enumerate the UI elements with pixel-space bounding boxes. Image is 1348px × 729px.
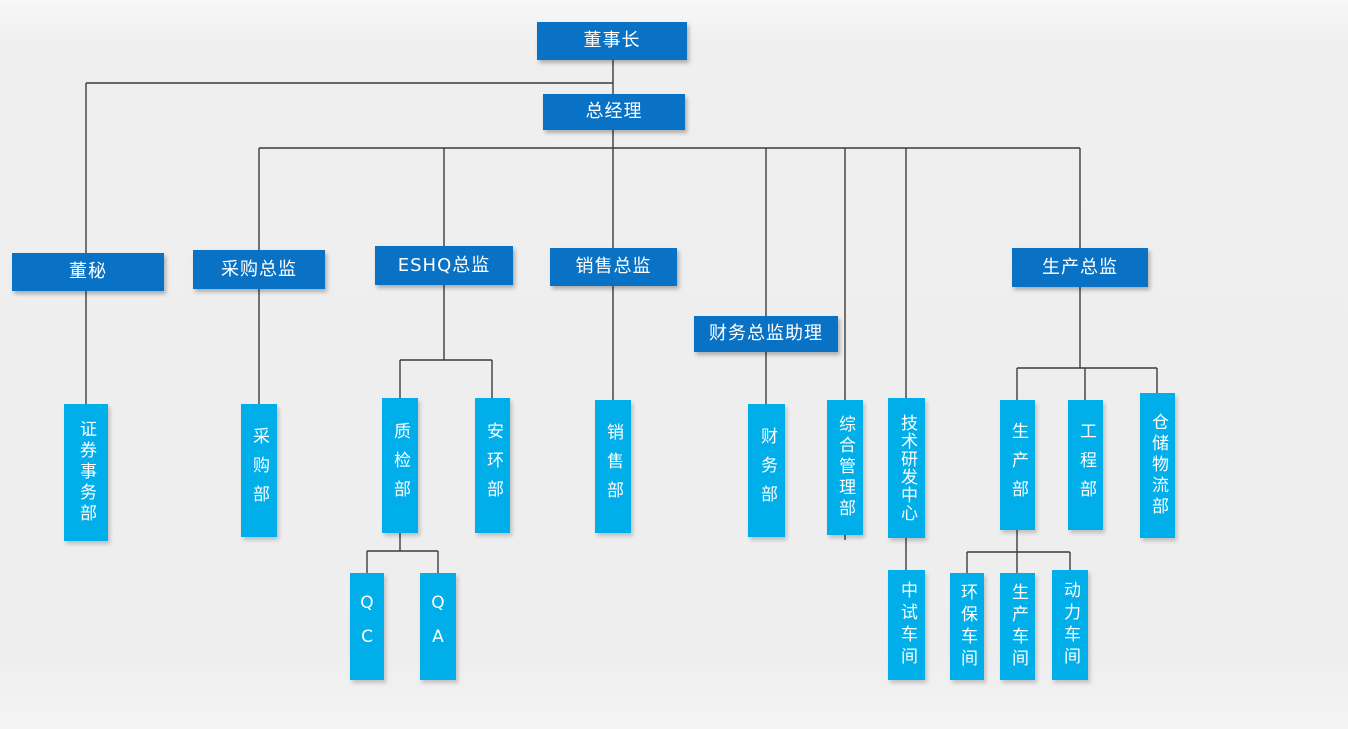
- org-node-finance-dept: 财务部: [748, 404, 785, 537]
- org-node-board-secretary: 董秘: [12, 253, 164, 291]
- org-node-general-mgmt-dept: 综合管理部: [827, 400, 863, 535]
- org-node-quality-dept: 质检部: [382, 398, 418, 533]
- org-node-engineering-dept: 工程部: [1068, 400, 1103, 530]
- org-node-finance-director-assistant: 财务总监助理: [694, 316, 838, 352]
- org-node-rnd-center: 技术研发中心: [888, 398, 925, 538]
- org-node-qc: QC: [350, 573, 384, 680]
- org-node-safety-env-dept: 安环部: [475, 398, 510, 533]
- org-node-procurement-director: 采购总监: [193, 250, 325, 289]
- org-node-production-workshop: 生产车间: [1000, 573, 1035, 680]
- org-node-power-workshop: 动力车间: [1052, 570, 1088, 680]
- org-node-pilot-workshop: 中试车间: [888, 570, 925, 680]
- org-node-eshq-director: ESHQ总监: [375, 246, 513, 285]
- org-node-sales-dept: 销售部: [595, 400, 631, 533]
- org-node-procurement-dept: 采购部: [241, 404, 277, 537]
- org-node-general-manager: 总经理: [543, 94, 685, 130]
- org-node-chairman: 董事长: [537, 22, 687, 60]
- org-node-env-workshop: 环保车间: [950, 573, 984, 680]
- org-node-production-director: 生产总监: [1012, 248, 1148, 287]
- org-node-qa: QA: [420, 573, 456, 680]
- org-node-production-dept: 生产部: [1000, 400, 1035, 530]
- org-node-securities-dept: 证券事务部: [64, 404, 108, 541]
- org-node-warehouse-logistics-dept: 仓储物流部: [1140, 393, 1175, 538]
- org-node-sales-director: 销售总监: [550, 248, 677, 286]
